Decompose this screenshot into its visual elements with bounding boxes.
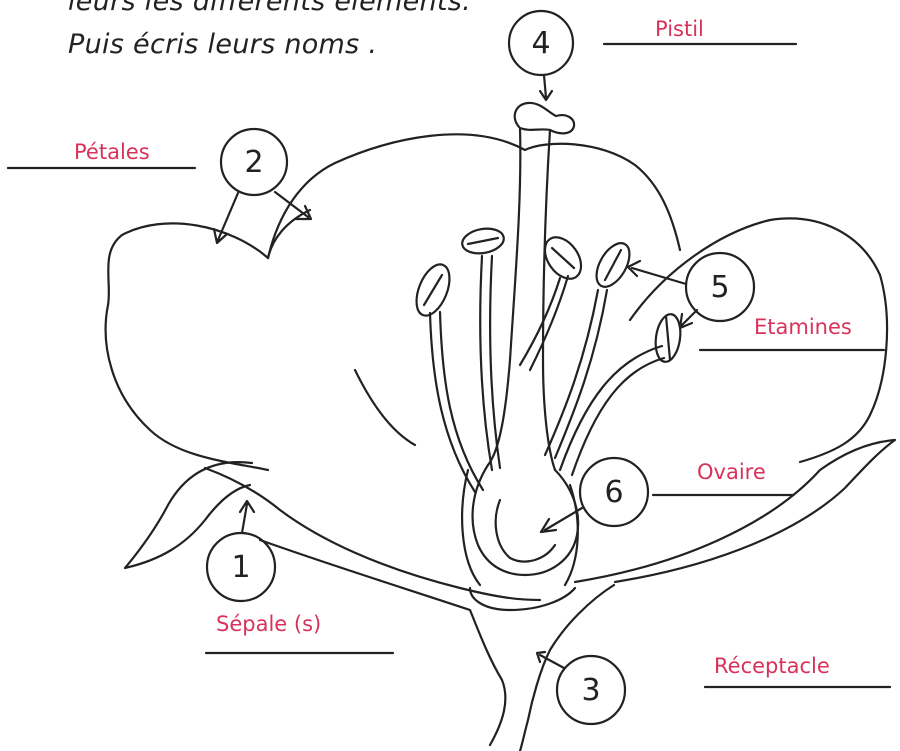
sepal-left-base <box>205 468 540 600</box>
anthers <box>410 226 683 364</box>
instruction-line-1: leurs les différents éléments. <box>68 0 471 17</box>
arrow-6 <box>541 508 582 532</box>
anther-4-line <box>605 250 621 280</box>
label-etamines: Etamines <box>754 315 852 339</box>
circle-3 <box>557 656 625 724</box>
petal-left-inner <box>355 370 415 445</box>
circle-2 <box>221 129 287 195</box>
circle-1 <box>207 533 275 601</box>
arrow-5a <box>628 261 686 284</box>
stigma <box>515 103 574 133</box>
label-pistil: Pistil <box>655 17 704 41</box>
label-petales: Pétales <box>74 140 150 164</box>
anther-1-line <box>424 275 442 305</box>
arrow-2b <box>275 192 311 219</box>
ovary-wall-right <box>565 485 578 585</box>
petal-left <box>106 223 268 470</box>
arrow-4 <box>540 75 552 100</box>
instruction-line-2: Puis écris leurs noms . <box>68 29 377 60</box>
anther-2-line <box>468 238 498 244</box>
anther-3-line <box>552 248 574 268</box>
arrow-5b <box>680 310 697 328</box>
stamen-filament-1 <box>430 312 483 492</box>
anther-5-line <box>666 316 670 360</box>
sepal-left <box>125 462 252 568</box>
stamen-filament-2 <box>480 256 500 470</box>
petal-back <box>268 134 680 258</box>
label-ovaire: Ovaire <box>697 460 766 484</box>
receptacle-right <box>520 585 614 751</box>
arrow-1 <box>240 501 254 533</box>
receptacle-left <box>260 540 505 745</box>
arrow-3 <box>537 652 564 668</box>
label-sepales: Sépale (s) <box>216 612 321 636</box>
label-receptacle: Réceptacle <box>714 654 830 678</box>
circle-6 <box>580 458 648 526</box>
stamen-filament-5 <box>560 346 664 475</box>
circle-4 <box>509 11 573 75</box>
